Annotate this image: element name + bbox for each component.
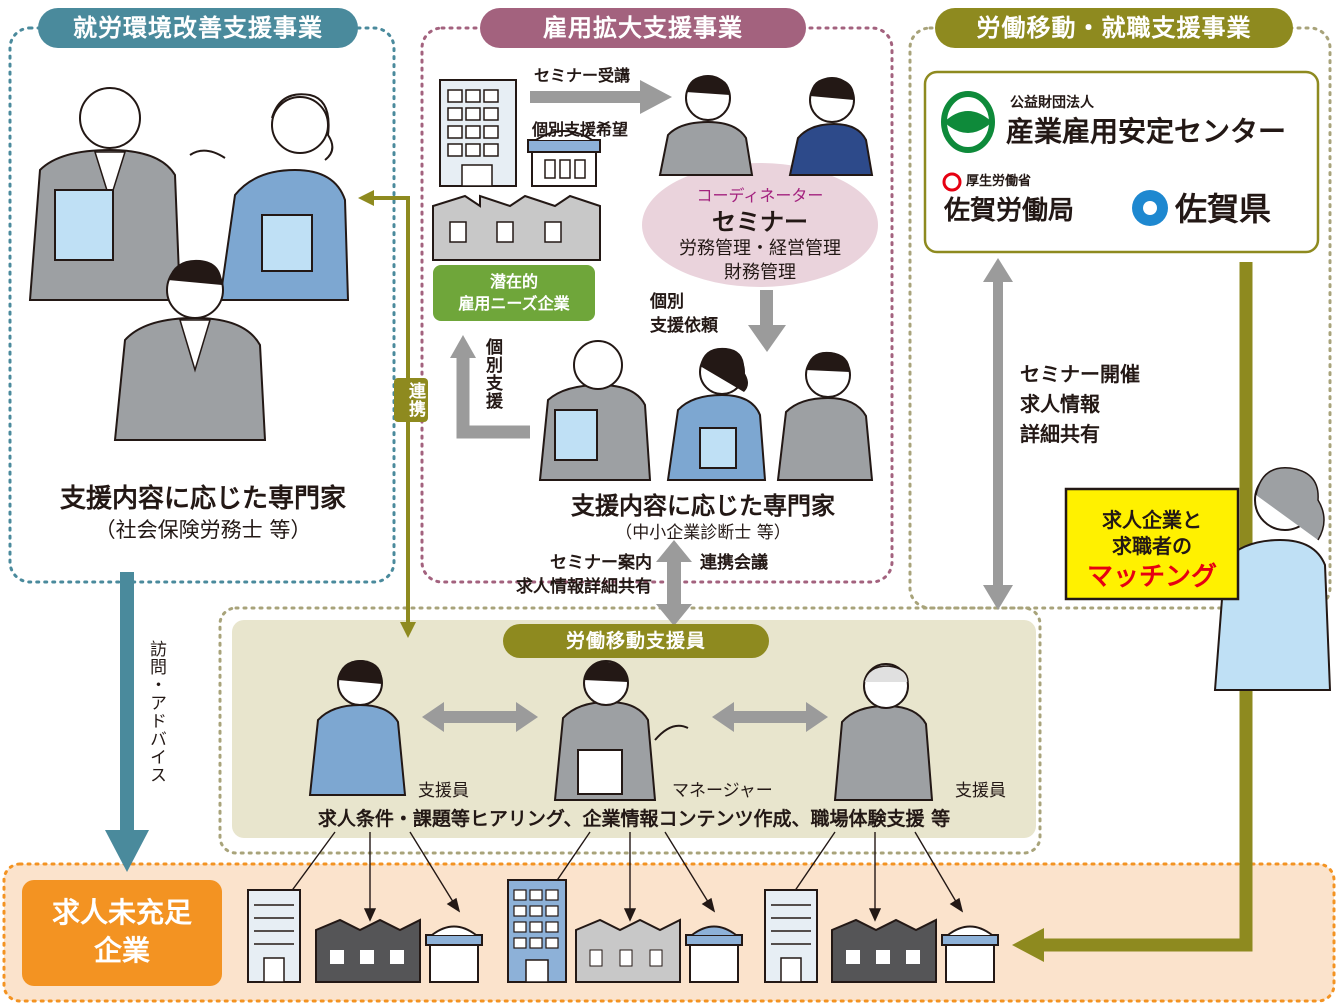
office-building-icon <box>439 79 517 187</box>
staff-manager-figure <box>553 660 689 801</box>
factory-gray-icon <box>432 194 601 261</box>
seminar-arrow-shaft <box>530 91 645 103</box>
expert-man-thinking-figure <box>113 259 267 441</box>
seminar-topics-1: 労務管理・経営管理 <box>679 238 841 259</box>
left-expert-sub: （社会保険労務士 等） <box>94 518 312 542</box>
support-request-label: 個別 支援依頼 <box>650 292 718 336</box>
sign-line-1: 求人企業と <box>1102 508 1202 532</box>
shop-building-icon <box>527 130 601 187</box>
seminar-arrow-head <box>640 80 672 114</box>
seminar-man-figure <box>658 75 754 176</box>
support-arrow-line <box>456 355 530 439</box>
link-arrow-left <box>358 190 374 206</box>
matching-woman-figure <box>1213 467 1332 691</box>
seminar-guide-1: セミナー案内 <box>550 553 652 573</box>
visit-arrow-shaft <box>120 572 134 834</box>
coordinator-label: コーディネーター <box>696 186 824 205</box>
bottom-factory-1-icon <box>315 918 421 983</box>
seminar-woman-figure <box>788 77 874 176</box>
bottom-shop-3-icon <box>941 925 999 983</box>
bottom-office-3-icon <box>764 889 818 983</box>
staff-role-left: 支援員 <box>418 781 469 801</box>
middle-expert-man2-figure <box>776 351 874 481</box>
visit-advice-label: 訪問・アドバイス <box>146 640 166 784</box>
ministry-label: 厚生労働省 <box>966 174 1032 189</box>
expert-woman-figure <box>189 93 350 301</box>
staff-tasks: 求人条件・課題等ヒアリング、企業情報コンテンツ作成、職場体験支援 等 <box>317 808 951 830</box>
staff-arrow-2 <box>712 702 828 732</box>
return-arrow-line <box>1040 262 1253 952</box>
seminar-guide-2: 求人情報詳細共有 <box>516 577 652 597</box>
saga-pref-label: 佐賀県 <box>1175 190 1272 228</box>
middle-expert-sub: （中小企業診断士 等） <box>615 523 791 543</box>
right-frame <box>908 26 1332 610</box>
potential-needs-badge: 潜在的 雇用ニーズ企業 <box>433 265 595 321</box>
staff-header: 労働移動支援員 <box>503 624 769 658</box>
seminar-title: セミナー <box>712 208 808 236</box>
target-companies-badge: 求人未充足 企業 <box>22 880 222 986</box>
request-arrow-shaft <box>760 290 773 328</box>
matching-sign <box>1064 487 1240 601</box>
sign-line-3: マッチング <box>1086 562 1217 592</box>
middle-expert-title: 支援内容に応じた専門家 <box>571 492 835 520</box>
staff-elder-figure <box>833 663 934 801</box>
share-label-2: 求人情報 <box>1020 392 1100 416</box>
meeting-arrow-up <box>656 540 692 562</box>
left-section-header: 就労環境改善支援事業 <box>38 8 358 48</box>
center-logo-icon <box>941 91 995 153</box>
middle-section-header: 雇用拡大支援事業 <box>480 8 806 48</box>
seminar-attend-label: セミナー受講 <box>534 66 631 85</box>
bottom-office-1-icon <box>247 889 301 983</box>
individual-request-label: 個別支援希望 <box>532 120 629 139</box>
staff-arrow-1 <box>422 702 538 732</box>
sign-line-2: 求職者の <box>1112 534 1192 558</box>
expert-man-glasses-figure <box>28 87 182 301</box>
org-small-label: 公益財団法人 <box>1010 95 1094 111</box>
individual-support-label: 個別支援 <box>482 338 502 410</box>
saga-bureau-label: 佐賀労働局 <box>944 196 1075 226</box>
bottom-factory-3-icon <box>831 918 937 983</box>
middle-expert-man-figure <box>538 340 652 481</box>
bottom-shop-2-icon <box>685 925 743 983</box>
staff-role-right: 支援員 <box>955 781 1006 801</box>
link-label: 連携 <box>394 378 428 422</box>
meeting-arrow-down <box>656 604 692 626</box>
seminar-topics-2: 財務管理 <box>724 262 796 283</box>
support-arrow-head <box>450 335 476 358</box>
seminar-bubble <box>642 163 878 287</box>
left-frame <box>8 26 396 584</box>
link-arrow-down <box>400 622 416 638</box>
staff-woman-figure <box>308 660 407 796</box>
share-label-3: 詳細共有 <box>1020 422 1100 446</box>
saga-pref-logo-icon <box>1132 190 1168 226</box>
share-arrow-down <box>983 585 1013 610</box>
staff-role-center: マネージャー <box>672 781 773 801</box>
bottom-office-2-icon <box>507 879 567 983</box>
share-label-1: セミナー開催 <box>1020 362 1140 386</box>
return-arrow-head <box>1012 928 1044 962</box>
org-name: 産業雇用安定センター <box>1006 115 1287 148</box>
link-line <box>374 196 410 625</box>
left-expert-title: 支援内容に応じた専門家 <box>59 484 346 514</box>
meeting-arrow-shaft <box>667 560 681 608</box>
visit-arrow-head <box>105 830 149 872</box>
staff-frame <box>218 606 1042 855</box>
request-arrow-head <box>748 325 786 352</box>
org-box <box>923 70 1320 254</box>
ministry-logo-icon <box>942 172 962 192</box>
liaison-meeting-label: 連携会議 <box>700 553 768 573</box>
share-arrow-shaft <box>993 278 1003 588</box>
bottom-factory-2-icon <box>575 918 681 983</box>
bottom-shop-1-icon <box>425 925 483 983</box>
middle-expert-woman-figure <box>666 347 767 481</box>
share-arrow-up <box>983 258 1013 282</box>
right-section-header: 労働移動・就職支援事業 <box>935 8 1293 48</box>
